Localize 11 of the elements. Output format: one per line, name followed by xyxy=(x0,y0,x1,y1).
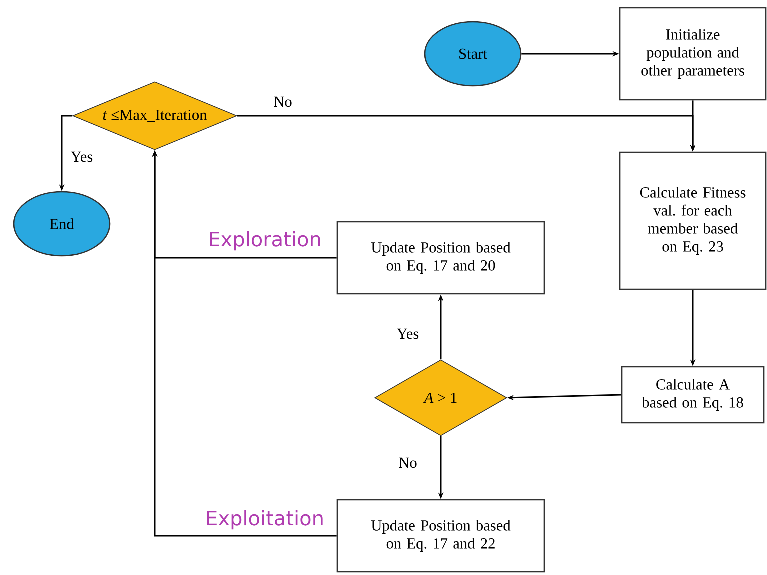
process-box: Initialize population and other parameters xyxy=(619,7,767,101)
edge-label: No xyxy=(397,456,419,470)
edge-label: Yes xyxy=(70,150,94,164)
process-box: Calculate Fitness val. for each member based on Eq. 23 xyxy=(619,152,767,290)
process-box: Calculate A based on Eq. 18 xyxy=(621,366,765,424)
edge-label: No xyxy=(272,96,294,108)
edge-label: Yes xyxy=(396,328,420,340)
process-box: Update Position based on Eq. 17 and 22 xyxy=(336,499,546,573)
phase-label: Exploration xyxy=(206,230,324,252)
process-box: Update Position based on Eq. 17 and 20 xyxy=(336,221,546,295)
phase-label: Exploitation xyxy=(204,509,326,532)
